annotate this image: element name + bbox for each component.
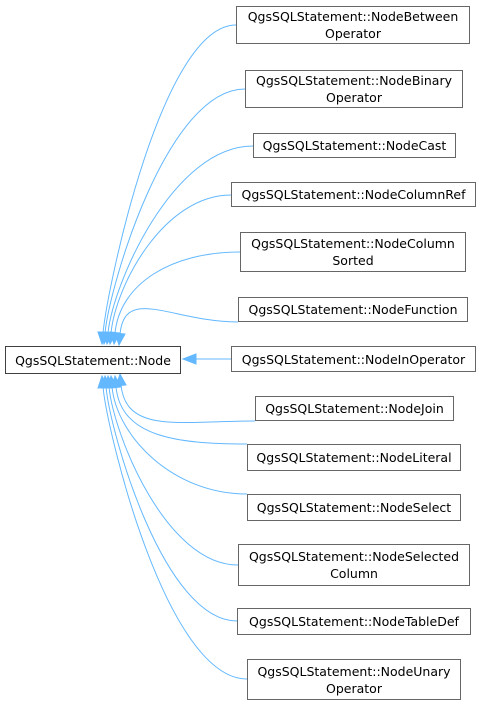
derived-class-node[interactable]: QgsSQLStatement::NodeBetween Operator (236, 6, 470, 44)
inheritance-edge (105, 386, 238, 622)
inheritance-arrowhead (181, 353, 197, 365)
derived-class-node[interactable]: QgsSQLStatement::NodeColumnRef (231, 182, 476, 207)
inheritance-edge (120, 384, 256, 424)
inheritance-edge (114, 251, 241, 334)
inheritance-edge (102, 24, 237, 334)
base-class-label: QgsSQLStatement::Node (15, 352, 171, 368)
derived-class-node[interactable]: QgsSQLStatement::NodeJoin (255, 396, 454, 421)
inheritance-edge (102, 386, 248, 680)
derived-class-node[interactable]: QgsSQLStatement::NodeColumn Sorted (240, 232, 466, 272)
inheritance-edge (115, 386, 248, 445)
derived-class-label: QgsSQLStatement::NodeJoin (265, 401, 444, 416)
derived-class-label: Operator (325, 26, 381, 41)
derived-class-node[interactable]: QgsSQLStatement::NodeBinary Operator (245, 70, 463, 108)
derived-class-node[interactable]: QgsSQLStatement::NodeFunction (238, 297, 468, 322)
derived-class-label: QgsSQLStatement::NodeColumnRef (241, 187, 466, 202)
derived-class-label: QgsSQLStatement::NodeSelect (256, 500, 452, 515)
derived-class-label: QgsSQLStatement::NodeSelected (248, 549, 460, 564)
derived-class-node[interactable]: QgsSQLStatement::NodeSelect (247, 494, 461, 521)
derived-class-node[interactable]: QgsSQLStatement::NodeSelected Column (238, 544, 470, 586)
derived-class-label: QgsSQLStatement::NodeBinary (255, 73, 452, 88)
derived-class-label: QgsSQLStatement::NodeColumn (251, 236, 455, 251)
derived-class-label: Operator (326, 90, 382, 105)
derived-class-label: QgsSQLStatement::NodeFunction (248, 302, 458, 317)
inheritance-edge (111, 386, 248, 495)
derived-class-label: QgsSQLStatement::NodeTableDef (249, 614, 459, 629)
derived-class-label: QgsSQLStatement::NodeUnary (257, 663, 451, 679)
derived-class-label: Operator (326, 680, 382, 696)
derived-class-node[interactable]: QgsSQLStatement::NodeUnary Operator (247, 659, 461, 700)
derived-class-node[interactable]: QgsSQLStatement::NodeInOperator (231, 346, 476, 372)
derived-class-label: Column (330, 566, 378, 581)
inheritance-edge (108, 386, 239, 566)
derived-class-node[interactable]: QgsSQLStatement::NodeLiteral (247, 444, 461, 471)
derived-class-label: QgsSQLStatement::NodeBetween (247, 9, 459, 24)
inheritance-arrowhead (114, 332, 126, 347)
derived-class-label: Sorted (332, 253, 374, 268)
inheritance-edge (107, 145, 254, 334)
derived-class-label: QgsSQLStatement::NodeCast (262, 138, 447, 153)
derived-class-node[interactable]: QgsSQLStatement::NodeCast (253, 133, 456, 158)
derived-class-node[interactable]: QgsSQLStatement::NodeTableDef (237, 608, 471, 635)
inheritance-arrowhead (97, 374, 109, 389)
base-class-node[interactable]: QgsSQLStatement::Node (5, 346, 181, 374)
derived-class-label: QgsSQLStatement::NodeInOperator (241, 351, 466, 367)
inheritance-edge (110, 194, 232, 334)
inheritance-edge (119, 308, 239, 335)
inheritance-edge (104, 88, 246, 334)
derived-class-label: QgsSQLStatement::NodeLiteral (256, 450, 452, 465)
